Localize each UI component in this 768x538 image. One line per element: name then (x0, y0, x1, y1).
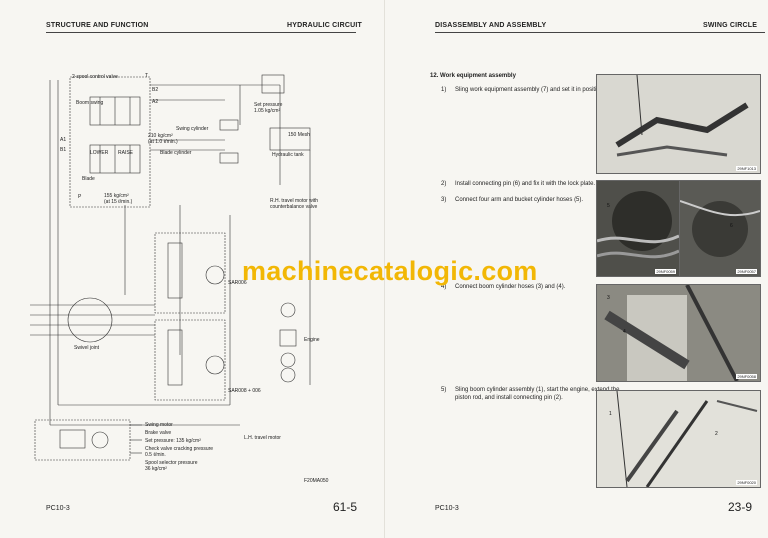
step-5: 5) Sling boom cylinder assembly (1), sta… (441, 386, 625, 414)
label-swivel-joint: Swivel joint (74, 345, 100, 351)
label-lh-travel-motor: L.H. travel motor (244, 435, 281, 441)
label-relief-2b: (at 15 ℓ/min.) (104, 199, 133, 205)
right-header-section: SWING CIRCLE (703, 22, 758, 29)
step-4-text: Connect boom cylinder hoses (3) and (4). (455, 284, 566, 290)
photo-connecting-pin-image (597, 191, 679, 259)
label-blade-cylinder: Blade cylinder (160, 150, 192, 156)
label-rh-travel-motor-2: counterbalance valve (270, 204, 318, 210)
label-mesh: 150 Mesh (288, 132, 310, 138)
callout-5: 5 (607, 203, 610, 209)
photo-caption-3: 29NF0057 (736, 269, 757, 274)
figure-code: F20MA050 (304, 478, 329, 484)
label-raise: RAISE (118, 150, 134, 156)
photo-connecting-pin: 5 29NF0059 (596, 180, 680, 277)
step-5-number: 5) (441, 387, 447, 393)
step-2: 2) Install connecting pin (6) and fix it… (441, 180, 625, 200)
photo-cylinder-hoses-image (680, 200, 760, 257)
photo-work-equipment: 29NF1013 (596, 74, 761, 174)
step-2-text: Install connecting pin (6) and fix it wi… (455, 181, 596, 187)
label-hydraulic-tank: Hydraulic tank (272, 152, 304, 158)
right-header-rule (435, 32, 765, 33)
label-set-pressure-value: 1.05 kg/cm² (254, 108, 281, 114)
callout-2: 2 (715, 431, 718, 437)
step-3: 3) Connect four arm and bucket cylinder … (441, 196, 625, 206)
photo-caption-2: 29NF0059 (655, 269, 676, 274)
left-header-rule (46, 32, 356, 33)
label-port-b2: B2 (152, 87, 159, 93)
label-spool-selector-2: 36 kg/cm² (145, 466, 167, 472)
label-spool-selector: Spool selector pressure (145, 460, 198, 466)
label-engine: Engine (304, 337, 320, 343)
callout-3: 3 (607, 295, 610, 301)
left-header-title: STRUCTURE AND FUNCTION (46, 22, 149, 29)
left-footer-model: PC10-3 (46, 505, 70, 512)
step-1-number: 1) (441, 87, 447, 93)
step-3-text: Connect four arm and bucket cylinder hos… (455, 197, 584, 203)
label-lower: LOWER (90, 150, 109, 156)
label-relief-1b: (at 1.0 ℓ/min.) (148, 139, 178, 145)
label-sar006: SAR006 (228, 280, 247, 286)
label-check-valve: Check valve cracking pressure (145, 446, 214, 452)
label-rh-travel-motor: R.H. travel motor with (270, 198, 319, 204)
label-swing-motor: Swing motor (145, 422, 173, 428)
label-port-a2: A2 (152, 99, 159, 105)
step-4: 4) Connect boom cylinder hoses (3) and (… (441, 283, 625, 293)
label-port-a1: A1 (60, 137, 67, 143)
photo-cylinder-hoses: 6 29NF0057 (679, 180, 761, 277)
label-check-valve-2: 0.5 ℓ/min. (145, 452, 166, 458)
left-page-number: 61-5 (333, 500, 358, 514)
left-header-section: HYDRAULIC CIRCUIT (287, 22, 362, 29)
photo-boom-hoses-image (604, 285, 739, 381)
hydraulic-circuit-diagram (30, 74, 311, 461)
label-brake-valve: Brake valve (145, 430, 172, 436)
label-swing-cylinder: Swing cylinder (176, 126, 209, 132)
label-sar008: SAR008 + 006 (228, 388, 261, 394)
photo-caption-4: 29NF0058 (736, 374, 757, 379)
photo-boom-cylinder-image (616, 391, 758, 487)
label-set-pressure-2: Set pressure: 135 kg/cm² (145, 438, 201, 444)
label-port-b1: B1 (60, 147, 67, 153)
label-boom-swing: Boom swing (76, 100, 104, 106)
photo-work-equipment-image (615, 75, 749, 157)
section-title: 12. Work equipment assembly (430, 73, 516, 79)
step-2-number: 2) (441, 181, 447, 187)
callout-1: 1 (609, 411, 612, 417)
photo-caption-1: 29NF1013 (736, 166, 757, 171)
step-5-text: Sling boom cylinder assembly (1), start … (455, 387, 620, 401)
left-page: STRUCTURE AND FUNCTION HYDRAULIC CIRCUIT (30, 22, 362, 514)
callout-6: 6 (730, 223, 733, 229)
right-page: DISASSEMBLY AND ASSEMBLY SWING CIRCLE 12… (384, 0, 768, 538)
label-port-t: T (145, 73, 149, 79)
photo-boom-hoses: 3 4 29NF0058 (596, 284, 761, 382)
photo-caption-5: 29NF0020 (736, 480, 757, 485)
step-3-number: 3) (441, 197, 447, 203)
watermark-text: machinecatalogic.com (242, 256, 538, 286)
right-footer-model: PC10-3 (435, 505, 459, 512)
step-1-text: Sling work equipment assembly (7) and se… (455, 87, 605, 93)
label-port-p: P (78, 194, 82, 200)
right-page-number: 23-9 (728, 500, 753, 514)
photo-boom-cylinder: 1 2 29NF0020 (596, 390, 761, 488)
callout-4: 4 (623, 329, 626, 335)
label-control-valve: 2-spool control valve (72, 74, 118, 80)
label-relief-1: 210 kg/cm² (148, 133, 173, 139)
right-header-title: DISASSEMBLY AND ASSEMBLY (435, 22, 547, 29)
label-set-pressure: Set pressure (254, 102, 283, 108)
label-relief-2: 155 kg/cm² (104, 193, 129, 199)
label-blade: Blade (82, 176, 95, 182)
step-4-number: 4) (441, 284, 447, 290)
step-1: 1) Sling work equipment assembly (7) and… (441, 86, 625, 106)
